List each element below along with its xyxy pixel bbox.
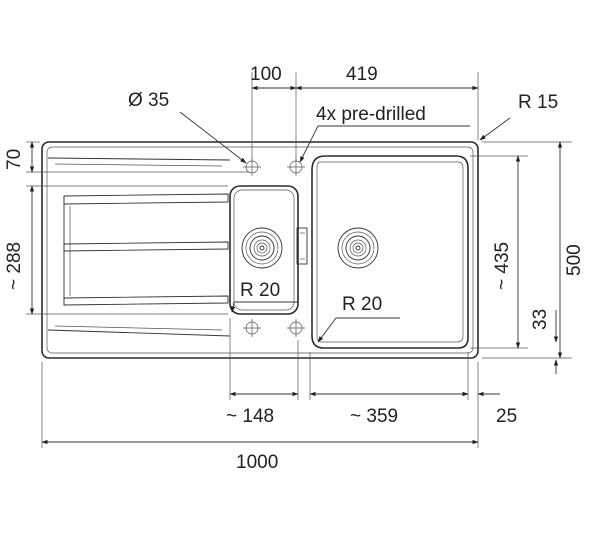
dim-tap-ledge-depth: 70 bbox=[4, 149, 25, 170]
dim-tap-hole-diameter: Ø 35 bbox=[128, 90, 169, 111]
dim-main-bowl-width: 419 bbox=[346, 64, 378, 85]
drainer-board bbox=[47, 157, 231, 337]
dim-main-bowl-inner-width: ~ 359 bbox=[350, 406, 398, 427]
dim-bottom-edge-offset: 33 bbox=[530, 309, 551, 330]
dim-small-bowl-width: ~ 148 bbox=[226, 406, 274, 427]
small-bowl bbox=[229, 185, 308, 315]
extension-lines bbox=[26, 72, 572, 448]
dim-bowl-depth: ~ 435 bbox=[492, 242, 513, 290]
dim-overall-width: 1000 bbox=[236, 452, 278, 473]
tap-hole-bottom-right-icon bbox=[287, 319, 305, 337]
dim-right-edge-offset: 25 bbox=[496, 406, 517, 427]
tap-hole-top-right-icon bbox=[287, 158, 305, 176]
overflow-slot bbox=[296, 227, 308, 265]
dim-corner-radius-outer: R 15 bbox=[518, 92, 558, 113]
small-bowl-drain-icon bbox=[241, 227, 283, 269]
sink-outline bbox=[41, 141, 479, 359]
leader-lines bbox=[179, 111, 511, 343]
main-bowl bbox=[311, 155, 469, 349]
tap-hole-bottom-left-icon bbox=[243, 319, 261, 337]
main-bowl-drain-icon bbox=[337, 227, 379, 269]
dim-small-bowl-radius: R 20 bbox=[240, 280, 280, 301]
dim-tap-hole-spacing: 100 bbox=[250, 64, 282, 85]
dim-pre-drilled-note: 4x pre-drilled bbox=[316, 104, 426, 125]
tap-hole-top-left-icon bbox=[243, 158, 261, 176]
dim-main-bowl-radius: R 20 bbox=[342, 294, 382, 315]
dim-overall-depth: 500 bbox=[564, 244, 585, 276]
dimension-lines bbox=[29, 85, 563, 445]
dim-drainer-depth: ~ 288 bbox=[4, 242, 25, 290]
